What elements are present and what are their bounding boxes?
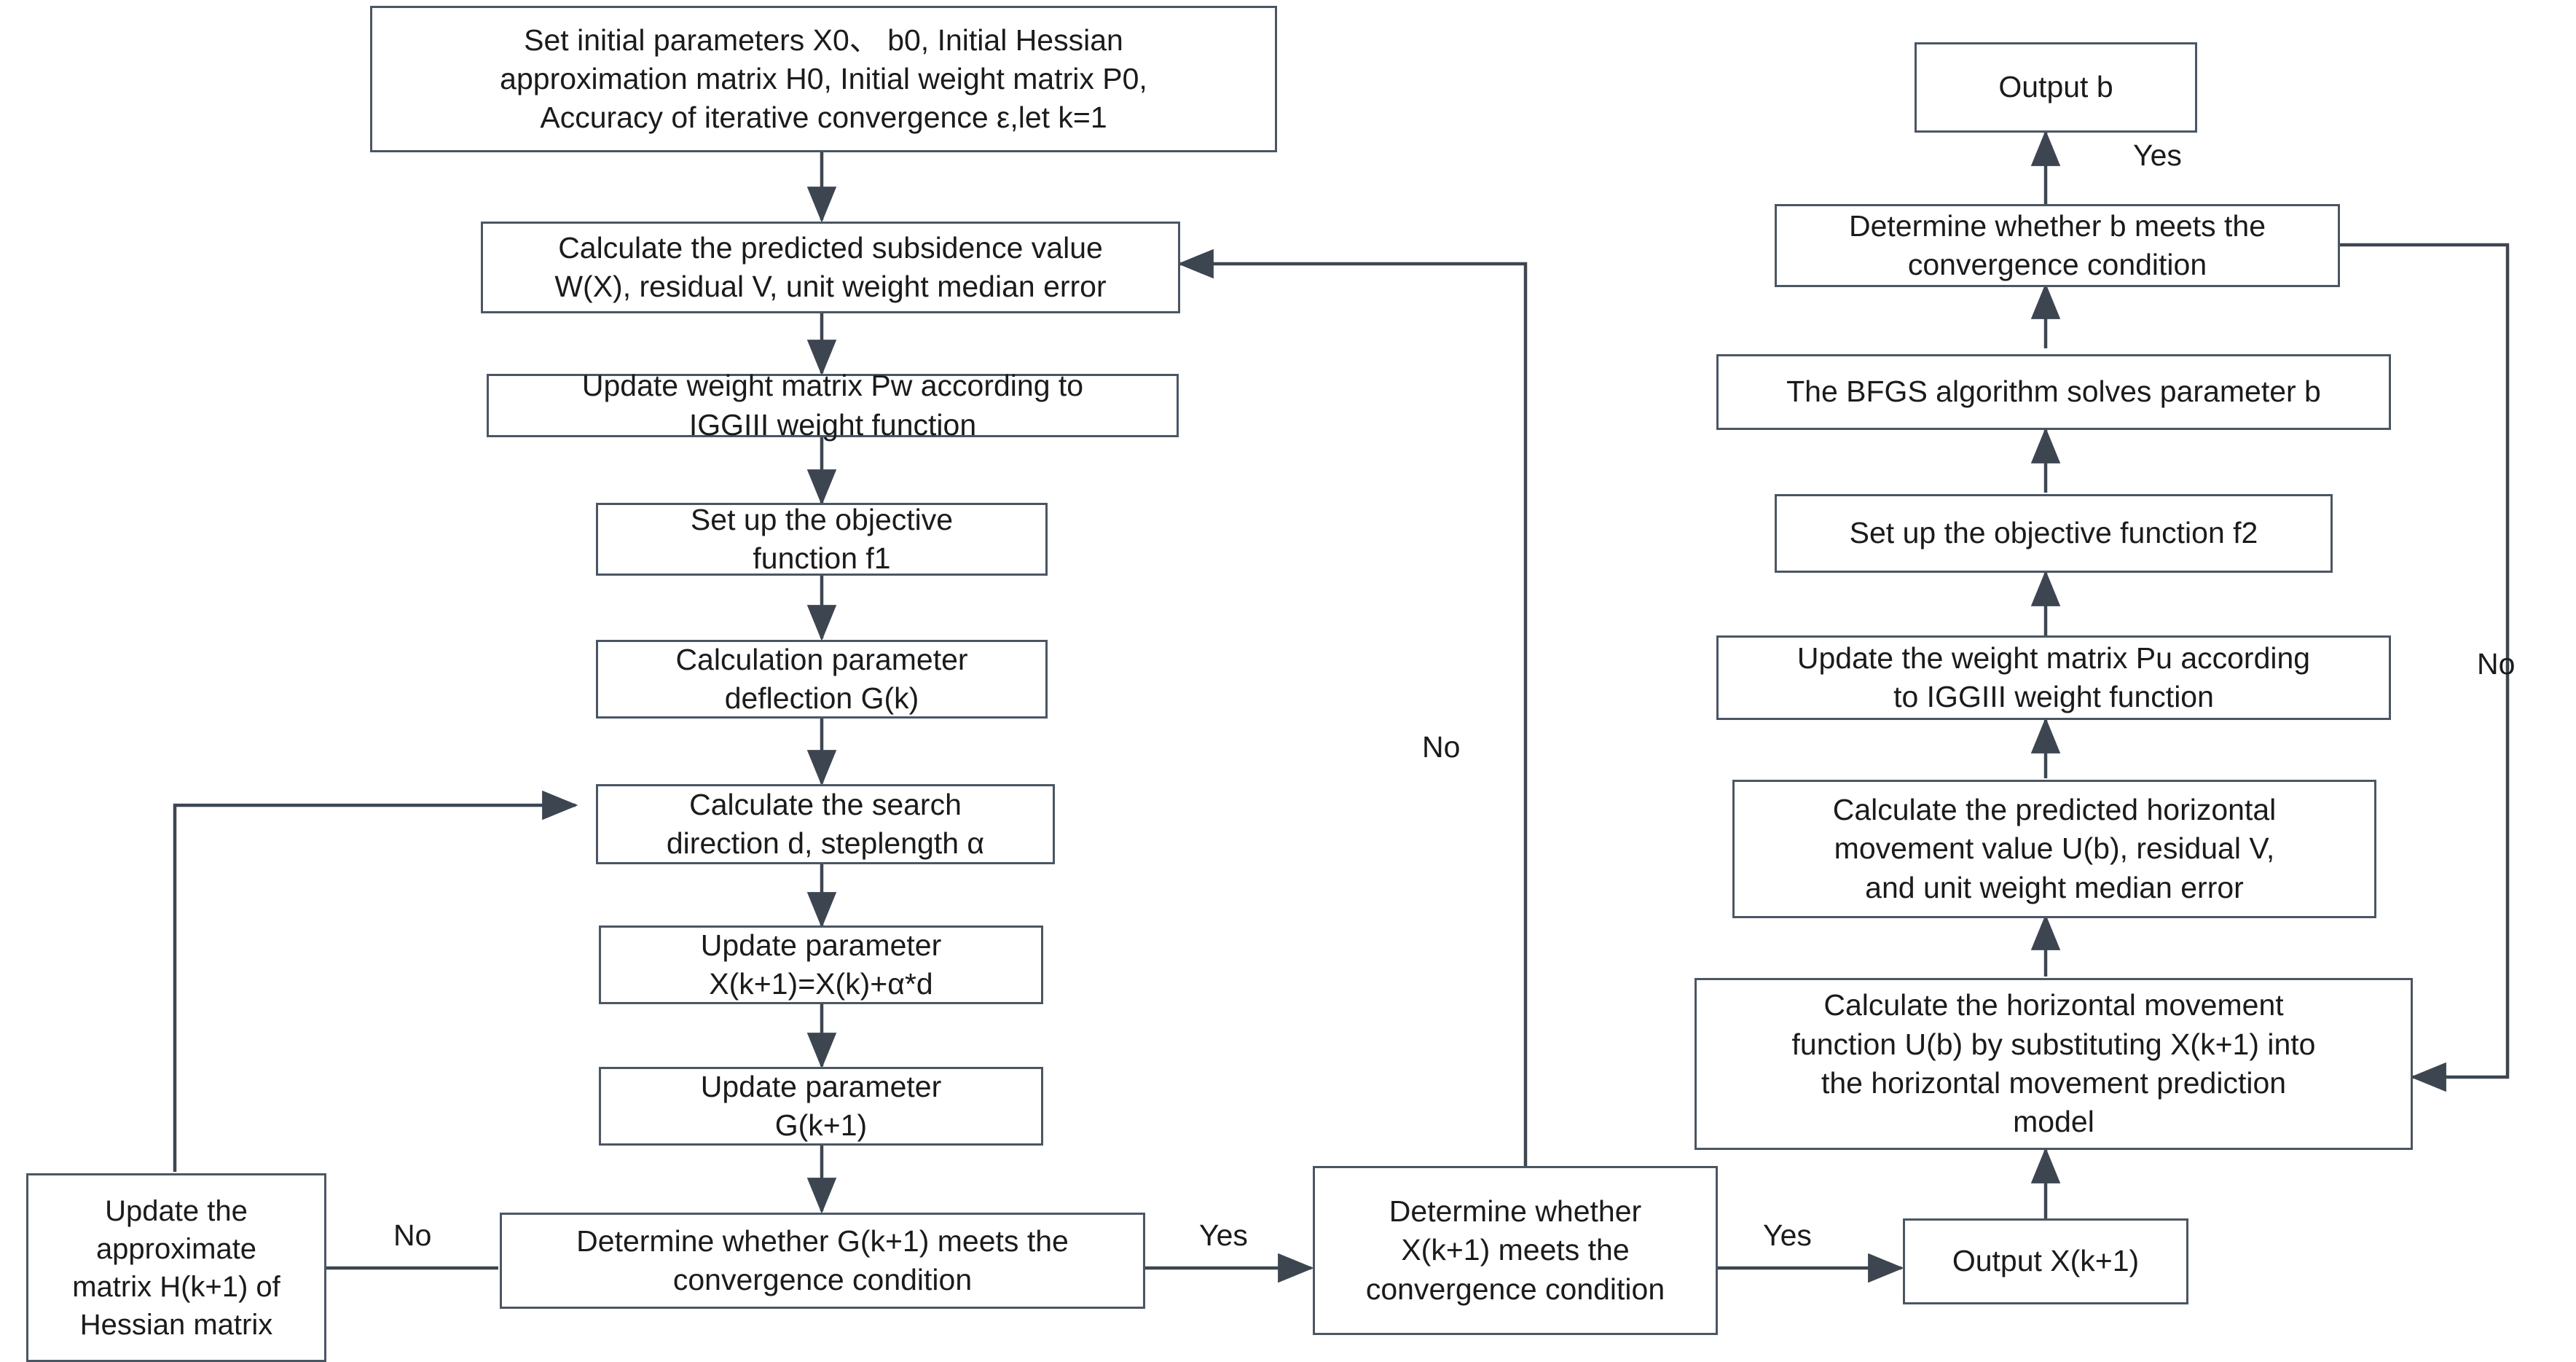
edge-hessian-to-search xyxy=(173,790,578,1172)
node-calc-subsidence-label: Calculate the predicted subsidence value… xyxy=(554,230,1107,303)
edge-checkb-no-to-horizfn xyxy=(2339,243,2510,1092)
node-output-b[interactable]: Output b xyxy=(1915,42,2197,133)
node-update-x[interactable]: Update parameter X(k+1)=X(k)+α*d xyxy=(599,925,1043,1004)
node-calc-horizontal-fn[interactable]: Calculate the horizontal movement functi… xyxy=(1695,978,2413,1150)
node-check-x[interactable]: Determine whether X(k+1) meets the conve… xyxy=(1313,1166,1718,1335)
node-check-g-label: Determine whether G(k+1) meets the conve… xyxy=(576,1224,1069,1296)
node-update-x-label: Update parameter X(k+1)=X(k)+α*d xyxy=(700,928,942,1001)
node-update-hessian[interactable]: Update the approximate matrix H(k+1) of … xyxy=(26,1173,326,1362)
node-output-x[interactable]: Output X(k+1) xyxy=(1903,1218,2188,1304)
node-update-g-label: Update parameter G(k+1) xyxy=(700,1069,942,1142)
node-bfgs-solve[interactable]: The BFGS algorithm solves parameter b xyxy=(1716,354,2391,430)
node-check-x-label: Determine whether X(k+1) meets the conve… xyxy=(1365,1194,1665,1306)
node-update-pw-label: Update weight matrix Pw according to IGG… xyxy=(581,369,1084,442)
edge-label-g-yes: Yes xyxy=(1199,1218,1248,1252)
node-param-deflection-label: Calculation parameter deflection G(k) xyxy=(675,642,968,715)
node-objective-f1-label: Set up the objective function f1 xyxy=(690,502,954,575)
node-calc-horizontal-fn-label: Calculate the horizontal movement functi… xyxy=(1791,988,2316,1139)
node-calc-horizontal-val-label: Calculate the predicted horizontal movem… xyxy=(1832,793,2277,904)
node-init-params[interactable]: Set initial parameters X0、 b0, Initial H… xyxy=(370,6,1277,152)
node-check-g[interactable]: Determine whether G(k+1) meets the conve… xyxy=(500,1213,1145,1309)
edge-label-x-no: No xyxy=(1422,730,1461,764)
node-objective-f1[interactable]: Set up the objective function f1 xyxy=(596,503,1048,576)
edge-label-g-no: No xyxy=(393,1218,432,1252)
node-check-b[interactable]: Determine whether b meets the convergenc… xyxy=(1775,204,2340,287)
node-update-hessian-label: Update the approximate matrix H(k+1) of … xyxy=(72,1194,280,1341)
node-update-g[interactable]: Update parameter G(k+1) xyxy=(599,1067,1043,1146)
node-output-x-label: Output X(k+1) xyxy=(1952,1244,2140,1278)
node-calc-subsidence[interactable]: Calculate the predicted subsidence value… xyxy=(481,222,1180,313)
node-calc-horizontal-val[interactable]: Calculate the predicted horizontal movem… xyxy=(1732,780,2376,918)
node-param-deflection[interactable]: Calculation parameter deflection G(k) xyxy=(596,640,1048,719)
edge-checkx-no-to-subsidence xyxy=(1177,248,1528,1166)
node-search-direction-label: Calculate the search direction d, steple… xyxy=(666,787,985,860)
edge-label-b-yes: Yes xyxy=(2133,138,2182,172)
node-update-pu-label: Update the weight matrix Pu according to… xyxy=(1796,641,2311,713)
node-search-direction[interactable]: Calculate the search direction d, steple… xyxy=(596,784,1055,864)
node-update-pw[interactable]: Update weight matrix Pw according to IGG… xyxy=(487,369,1179,442)
edge-label-x-yes: Yes xyxy=(1763,1218,1812,1252)
node-init-params-label: Set initial parameters X0、 b0, Initial H… xyxy=(500,23,1147,135)
node-update-pu[interactable]: Update the weight matrix Pu according to… xyxy=(1716,635,2391,720)
node-output-b-label: Output b xyxy=(1998,70,2113,104)
node-check-b-label: Determine whether b meets the convergenc… xyxy=(1849,208,2266,281)
node-objective-f2[interactable]: Set up the objective function f2 xyxy=(1775,494,2333,573)
node-bfgs-solve-label: The BFGS algorithm solves parameter b xyxy=(1786,375,2321,409)
edge-label-b-no: No xyxy=(2477,647,2516,681)
node-objective-f2-label: Set up the objective function f2 xyxy=(1849,516,2258,550)
